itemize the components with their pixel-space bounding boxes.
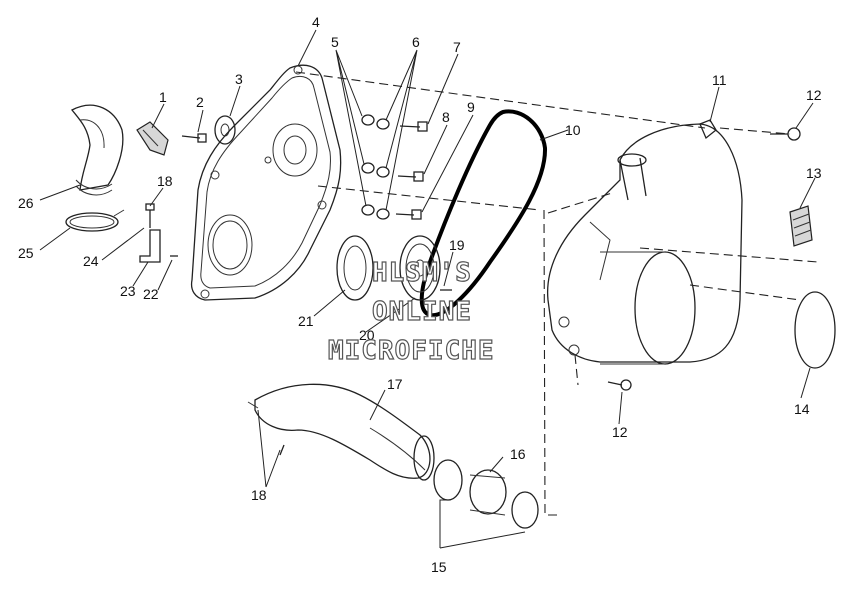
callout-7: 7 — [453, 39, 461, 55]
callout-23: 23 — [120, 283, 136, 299]
spacer-washer — [214, 115, 236, 145]
outlet-duct — [247, 383, 435, 481]
intake-duct — [70, 104, 124, 196]
watermark-line-1: HLSM'S — [372, 258, 472, 288]
drive-pulley — [399, 235, 441, 301]
callout-13: 13 — [806, 165, 822, 181]
decal — [789, 205, 813, 247]
bracket — [136, 121, 169, 156]
callout-9: 9 — [467, 99, 475, 115]
callout-14: 14 — [794, 401, 810, 417]
callout-24: 24 — [83, 253, 99, 269]
callout-26: 26 — [18, 195, 34, 211]
callout-25: 25 — [18, 245, 34, 261]
callout-22: 22 — [143, 286, 159, 302]
callout-11: 11 — [712, 72, 727, 88]
callout-5: 5 — [331, 34, 339, 50]
backplate — [190, 64, 342, 301]
watermark: HLSM'S ONLINE MICROFICHE — [327, 257, 495, 366]
end-cap — [794, 291, 836, 369]
callout-6: 6 — [412, 34, 420, 50]
clamp-set — [433, 459, 539, 529]
callout-labels: 1 2 3 4 5 6 7 8 9 10 11 12 12 13 14 15 1… — [18, 14, 822, 575]
drive-belt — [419, 109, 548, 318]
callout-18-top: 18 — [157, 173, 173, 189]
duct-screw — [279, 444, 285, 456]
assembly-lines — [295, 71, 819, 516]
callout-20: 20 — [359, 327, 375, 343]
leader-lines — [39, 29, 816, 549]
callout-2: 2 — [196, 94, 204, 110]
watermark-line-3: MICROFICHE — [328, 336, 495, 366]
callout-8: 8 — [442, 109, 450, 125]
callout-3: 3 — [235, 71, 243, 87]
callout-1: 1 — [159, 89, 167, 105]
callout-19: 19 — [449, 237, 465, 253]
mount-bracket — [139, 203, 178, 263]
callout-10: 10 — [565, 122, 581, 138]
callout-21: 21 — [298, 313, 314, 329]
cover-screws — [607, 127, 801, 391]
outer-cover — [546, 119, 743, 365]
callout-16: 16 — [510, 446, 526, 462]
callout-12-bottom: 12 — [612, 424, 628, 440]
callout-15: 15 — [431, 559, 447, 575]
oil-seal — [336, 235, 374, 301]
watermark-line-2: ONLINE — [372, 297, 472, 327]
callout-18-bottom: 18 — [251, 487, 267, 503]
callout-4: 4 — [312, 14, 320, 30]
washers-and-bolts — [361, 114, 428, 220]
callout-17: 17 — [387, 376, 403, 392]
hose-clamp — [65, 209, 125, 232]
callout-12-top: 12 — [806, 87, 822, 103]
screw — [181, 133, 207, 143]
